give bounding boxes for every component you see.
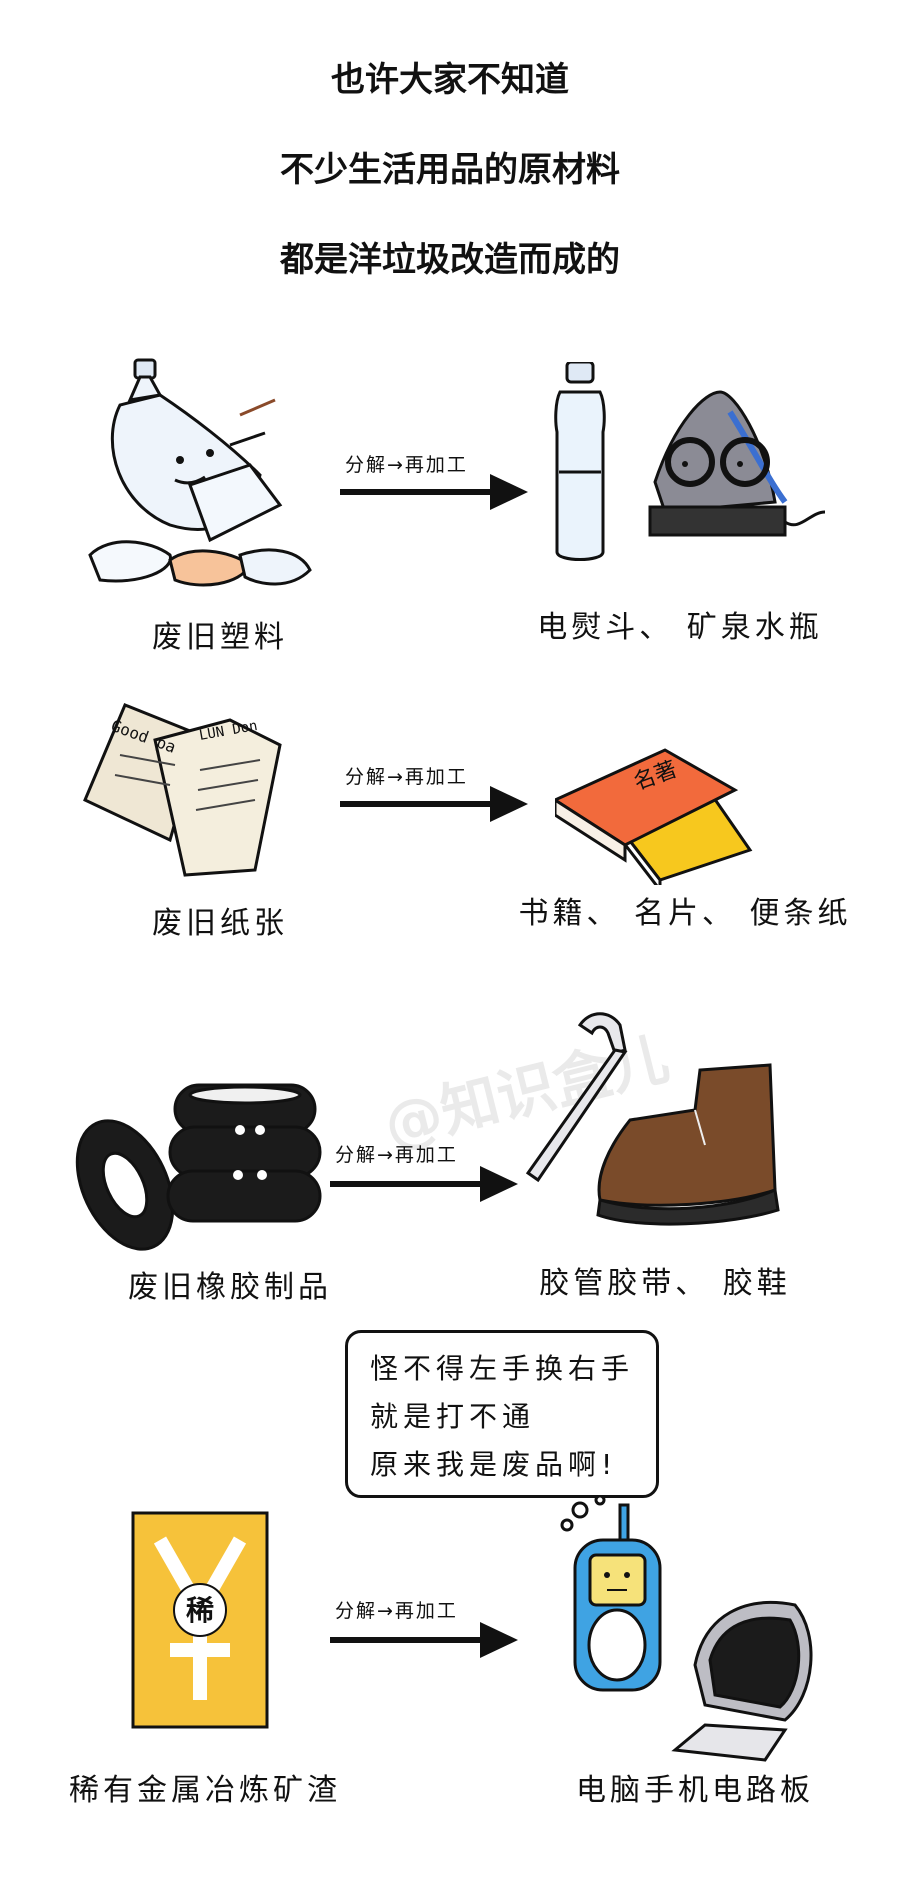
- speech-line-1: 怪不得左手换右手: [370, 1352, 635, 1385]
- process-caption-1: 分解→再加工: [345, 454, 468, 476]
- process-arrow-4: [330, 1622, 518, 1658]
- product-label-hose-boot: 胶管胶带、 胶鞋: [539, 1266, 791, 1301]
- product-label-books: 书籍、 名片、 便条纸: [518, 896, 852, 931]
- rare-metal-slag-illustration: 稀: [131, 1511, 269, 1729]
- ore-character: 稀: [186, 1594, 214, 1627]
- process-arrow-2: [340, 786, 528, 822]
- product-label-iron-bottle: 电熨斗、 矿泉水瓶: [537, 610, 823, 645]
- books-illustration: 名著: [555, 748, 753, 885]
- intro-line-3: 都是洋垃圾改造而成的: [280, 240, 620, 280]
- process-arrow-3: [330, 1166, 518, 1202]
- iron-and-bottle-illustration: [554, 362, 826, 561]
- process-caption-3: 分解→再加工: [335, 1144, 458, 1166]
- source-label-plastic: 废旧塑料: [152, 620, 288, 655]
- waste-plastic-illustration: [88, 358, 312, 587]
- waste-paper-illustration: Good pa LUN Don: [83, 703, 282, 877]
- intro-line-1: 也许大家不知道: [331, 60, 569, 100]
- intro-line-2: 不少生活用品的原材料: [280, 150, 620, 190]
- speech-line-2: 就是打不通: [370, 1400, 536, 1433]
- hose-and-boot-illustration: [525, 1012, 780, 1226]
- product-label-circuit-board: 电脑手机电路板: [576, 1773, 814, 1808]
- process-caption-2: 分解→再加工: [345, 766, 468, 788]
- speech-line-3: 原来我是废品啊!: [370, 1448, 618, 1481]
- source-label-slag: 稀有金属冶炼矿渣: [69, 1773, 341, 1808]
- process-caption-4: 分解→再加工: [335, 1600, 458, 1622]
- source-label-paper: 废旧纸张: [152, 906, 288, 941]
- speech-bubble: 怪不得左手换右手 就是打不通 原来我是废品啊!: [345, 1330, 659, 1498]
- waste-rubber-tires-illustration: [75, 1083, 322, 1251]
- source-label-rubber: 废旧橡胶制品: [128, 1270, 332, 1305]
- process-arrow-1: [340, 474, 528, 510]
- phone-and-computer-illustration: [560, 1495, 813, 1762]
